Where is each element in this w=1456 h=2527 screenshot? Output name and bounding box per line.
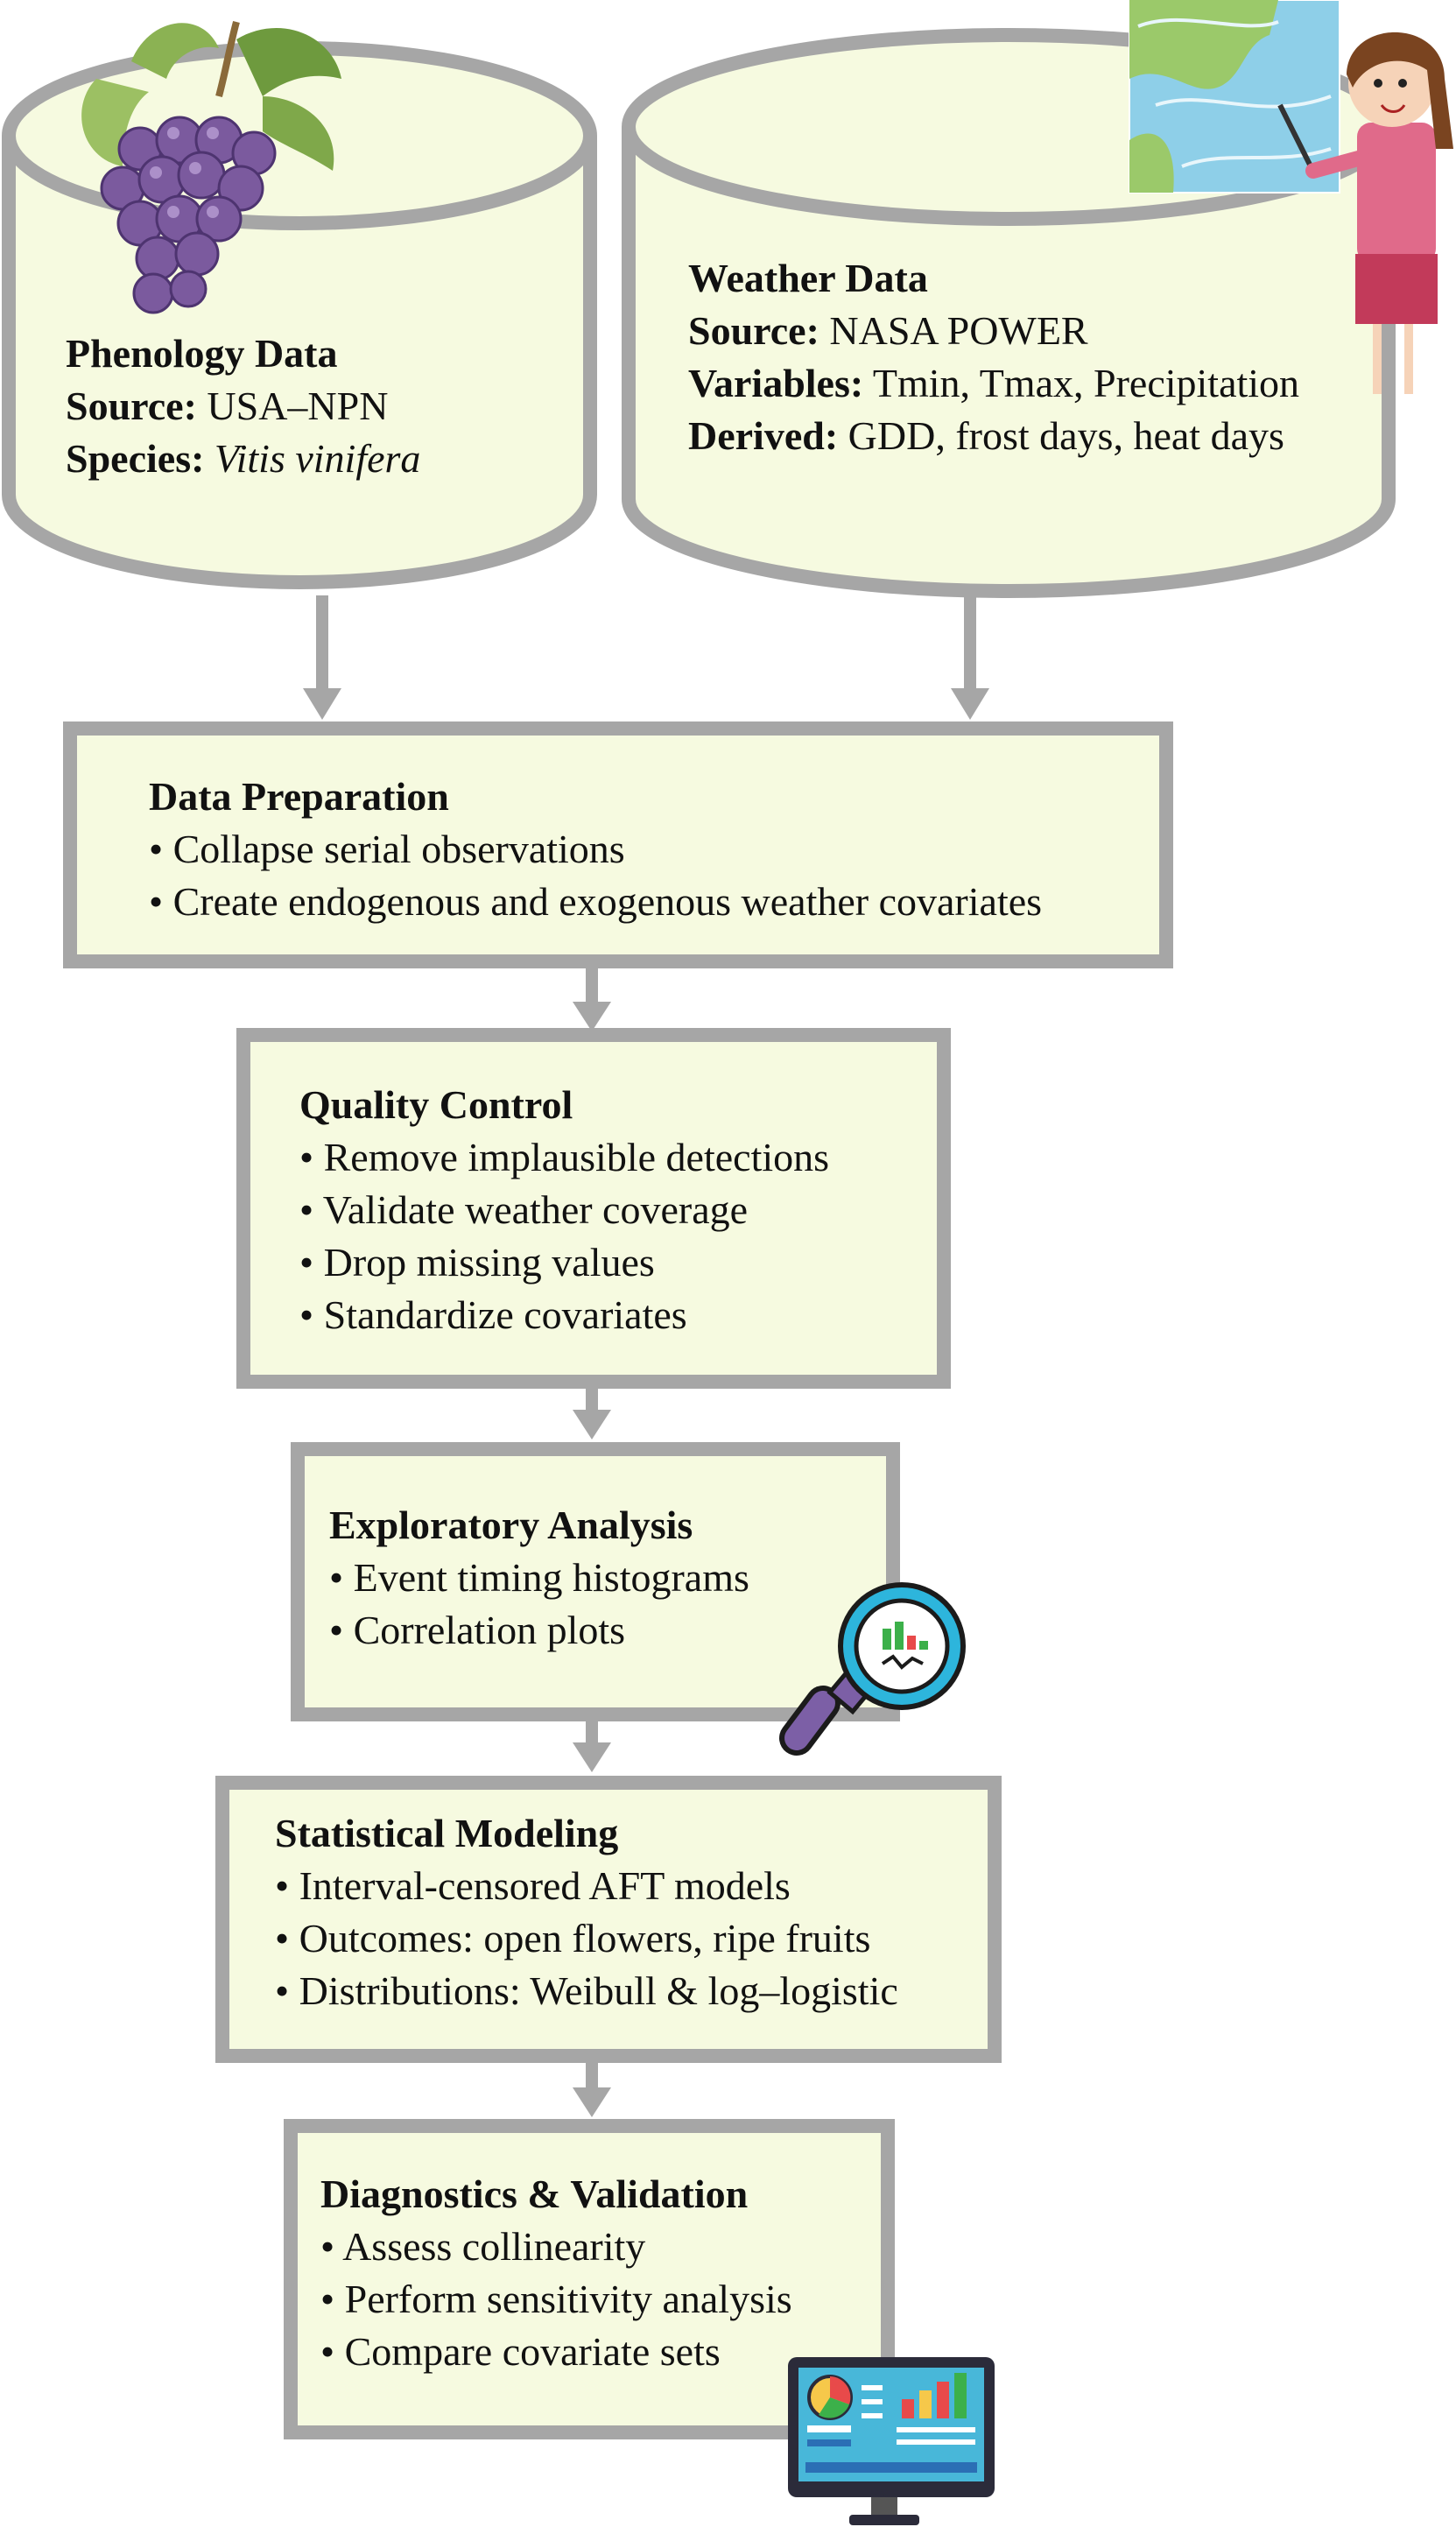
phenology-data-text: Phenology Data Source: USA–NPN Species: … [66, 327, 420, 485]
diagnostics-validation-text: Diagnostics & Validation • Assess collin… [320, 2168, 792, 2378]
diagnostics-validation-bullet: • Compare covariate sets [320, 2329, 721, 2374]
exploratory-analysis-box [291, 1442, 900, 1721]
data-preparation-title: Data Preparation [149, 774, 449, 819]
statistical-modeling-title: Statistical Modeling [275, 1811, 619, 1855]
exploratory-analysis-text: Exploratory Analysis • Event timing hist… [329, 1499, 749, 1657]
weather-title: Weather Data [688, 256, 928, 300]
grape-cluster-icon [81, 20, 341, 314]
exploratory-analysis-title: Exploratory Analysis [329, 1503, 693, 1547]
quality-control-box [236, 1028, 951, 1389]
phenology-source-value: USA–NPN [207, 384, 389, 428]
magnifier-chart-icon [779, 1582, 966, 1756]
statistical-modeling-bullet: • Interval-censored AFT models [275, 1863, 791, 1908]
diagnostics-validation-bullet: • Assess collinearity [320, 2224, 646, 2269]
phenology-title: Phenology Data [66, 331, 338, 376]
phenology-species-value: Vitis vinifera [214, 436, 421, 481]
diagnostics-validation-bullet: • Perform sensitivity analysis [320, 2277, 792, 2321]
data-preparation-bullet: • Collapse serial observations [149, 827, 625, 871]
quality-control-bullet: • Validate weather coverage [299, 1187, 749, 1232]
dashboard-monitor-icon [788, 2357, 995, 2525]
phenology-species-label: Species: [66, 436, 205, 481]
diagnostics-validation-title: Diagnostics & Validation [320, 2172, 749, 2216]
weather-variables-value: Tmin, Tmax, Precipitation [872, 361, 1300, 405]
weather-derived-value: GDD, frost days, heat days [848, 413, 1284, 458]
data-preparation-bullet: • Create endogenous and exogenous weathe… [149, 879, 1043, 924]
weather-source-value: NASA POWER [829, 308, 1088, 353]
phenology-source-label: Source: [66, 384, 197, 428]
weather-source-label: Source: [688, 308, 819, 353]
quality-control-text: Quality Control • Remove implausible det… [299, 1079, 829, 1341]
data-preparation-box [63, 721, 1173, 968]
quality-control-bullet: • Standardize covariates [299, 1292, 687, 1337]
weather-data-text: Weather Data Source: NASA POWER Variable… [688, 252, 1299, 462]
weather-presenter-icon [1129, 0, 1453, 394]
weather-variables-label: Variables: [688, 361, 864, 405]
quality-control-bullet: • Drop missing values [299, 1240, 655, 1285]
quality-control-title: Quality Control [299, 1082, 573, 1127]
weather-derived-label: Derived: [688, 413, 839, 458]
data-preparation-text: Data Preparation • Collapse serial obser… [149, 771, 1042, 928]
exploratory-analysis-bullet: • Event timing histograms [329, 1555, 749, 1600]
statistical-modeling-bullet: • Outcomes: open flowers, ripe fruits [275, 1916, 871, 1960]
statistical-modeling-box [215, 1776, 1002, 2063]
statistical-modeling-bullet: • Distributions: Weibull & log–logistic [275, 1968, 898, 2013]
exploratory-analysis-bullet: • Correlation plots [329, 1608, 626, 1652]
quality-control-bullet: • Remove implausible detections [299, 1135, 830, 1179]
statistical-modeling-text: Statistical Modeling • Interval-censored… [275, 1807, 898, 2017]
